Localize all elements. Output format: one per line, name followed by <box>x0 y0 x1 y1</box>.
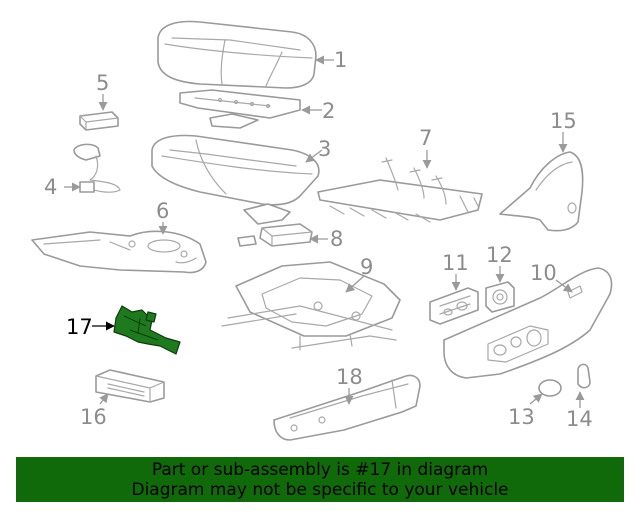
part-4-switch-harness[interactable] <box>73 143 121 193</box>
callout-7: 7 <box>419 126 432 150</box>
callout-5: 5 <box>96 71 109 95</box>
part-14-cover[interactable] <box>577 363 591 389</box>
part-2-cushion-plate[interactable] <box>179 89 301 129</box>
callout-14: 14 <box>566 407 593 431</box>
part-12-knob[interactable] <box>485 281 515 313</box>
part-15-trim-panel[interactable] <box>499 151 584 232</box>
callout-3: 3 <box>318 137 331 161</box>
callout-2: 2 <box>322 99 335 123</box>
callout-6: 6 <box>156 199 169 223</box>
part-13-cap[interactable] <box>538 379 562 397</box>
callout-12: 12 <box>486 243 513 267</box>
callout-8: 8 <box>330 227 343 251</box>
callout-10: 10 <box>530 261 557 285</box>
part-3-cushion-pad[interactable] <box>151 134 320 206</box>
banner-line-1: Part or sub-assembly is #17 in diagram <box>151 460 489 480</box>
seat-parts-diagram: 1 2 3 4 5 6 <box>31 20 613 441</box>
part-1-cushion-cover[interactable] <box>157 20 317 89</box>
callout-9: 9 <box>360 255 373 279</box>
part-5-block[interactable] <box>79 111 119 131</box>
part-8-module[interactable] <box>237 203 313 247</box>
banner-line-2: Diagram may not be specific to your vehi… <box>131 480 509 500</box>
part-18-rail-cover[interactable] <box>273 374 421 441</box>
part-16-control-module[interactable] <box>95 369 165 403</box>
callout-13: 13 <box>508 405 535 429</box>
part-17-wiring-harness[interactable] <box>113 305 181 355</box>
part-11-switch[interactable] <box>429 287 479 325</box>
callout-11: 11 <box>442 251 469 275</box>
callout-15: 15 <box>550 109 577 133</box>
callout-16: 16 <box>80 405 107 429</box>
info-banner: Part or sub-assembly is #17 in diagram D… <box>16 457 624 502</box>
callout-18: 18 <box>336 365 363 389</box>
part-7-spring-frame[interactable] <box>317 157 483 223</box>
callout-1: 1 <box>334 48 347 72</box>
callout-17: 17 <box>66 315 93 339</box>
callout-4: 4 <box>44 175 57 199</box>
part-10-side-shield[interactable] <box>443 267 613 379</box>
part-6-base-panel[interactable] <box>31 230 207 274</box>
